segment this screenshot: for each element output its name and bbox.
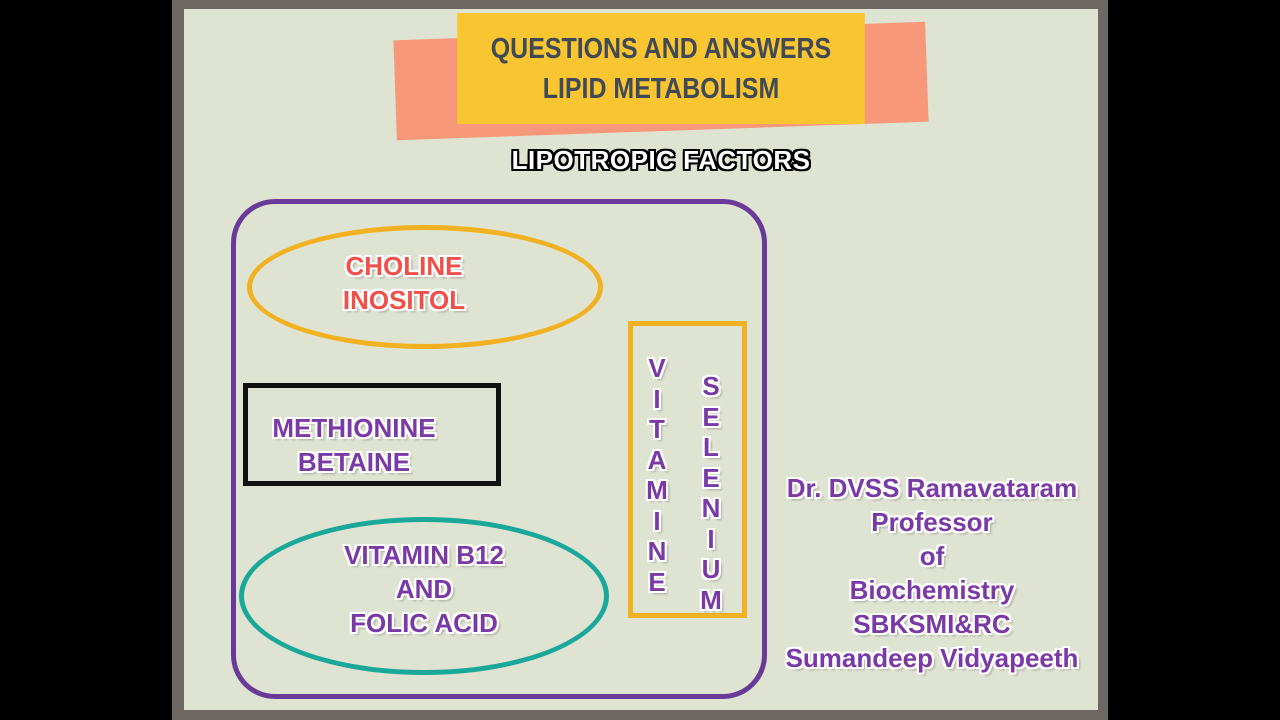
title-banner: QUESTIONS AND ANSWERS LIPID METABOLISM	[457, 13, 865, 124]
selenium-letter: E	[702, 401, 720, 432]
vitamin-e-letter: I	[653, 383, 661, 414]
selenium-letter: S	[702, 371, 720, 401]
folic-acid-text: FOLIC ACID	[350, 608, 498, 638]
selenium-letter: E	[702, 462, 720, 493]
vitamin-b12-folic-ellipse	[239, 517, 609, 675]
vitamin-e-letter: T	[649, 414, 665, 444]
vitamin-b12-folic-label: VITAMIN B12 AND FOLIC ACID	[314, 538, 534, 640]
vitamin-e-letter: E	[648, 566, 666, 597]
vitamin-e-letter: A	[647, 444, 667, 475]
vitamin-b12-text: VITAMIN B12	[344, 540, 504, 570]
methionine-betaine-label: METHIONINE BETAINE	[254, 411, 454, 479]
selenium-letter: M	[700, 584, 722, 615]
choline-text: CHOLINE	[345, 251, 463, 281]
inositol-text: INOSITOL	[342, 285, 466, 315]
betaine-text: BETAINE	[297, 447, 411, 477]
vitamin-e-letter: V	[648, 353, 666, 383]
selenium-letter: I	[707, 523, 715, 554]
author-name: Dr. DVSS Ramavataram	[786, 473, 1078, 503]
vitamin-e-letter: M	[646, 475, 668, 505]
selenium-letter: N	[701, 493, 721, 523]
vitamin-e-vertical-label: V I T A M I N E	[640, 353, 674, 597]
methionine-text: METHIONINE	[272, 413, 436, 443]
vitamin-e-selenium-box	[628, 321, 747, 618]
vitamin-e-letter: N	[647, 536, 667, 566]
selenium-letter: L	[703, 432, 719, 462]
author-of: of	[919, 541, 945, 571]
title-line-1: QUESTIONS AND ANSWERS	[490, 32, 832, 65]
methionine-betaine-box	[243, 383, 501, 486]
author-department: Biochemistry	[849, 575, 1015, 605]
selenium-vertical-label: S E L E N I U M	[694, 371, 728, 615]
title-line-2: LIPID METABOLISM	[542, 72, 780, 105]
and-text: AND	[395, 574, 453, 604]
slide-canvas: QUESTIONS AND ANSWERS LIPID METABOLISM L…	[184, 9, 1098, 710]
choline-inositol-label: CHOLINE INOSITOL	[304, 249, 504, 317]
choline-inositol-ellipse	[247, 225, 603, 349]
author-institute: SBKSMI&RC	[853, 609, 1011, 639]
author-credits: Dr. DVSS Ramavataram Professor of Bioche…	[764, 471, 1100, 675]
vitamin-e-letter: I	[653, 505, 661, 536]
subtitle: LIPOTROPIC FACTORS	[511, 145, 811, 175]
slide-frame: QUESTIONS AND ANSWERS LIPID METABOLISM L…	[172, 0, 1108, 720]
lipotropic-factors-container	[231, 199, 767, 699]
author-title: Professor	[871, 507, 993, 537]
author-university: Sumandeep Vidyapeeth	[785, 643, 1079, 673]
selenium-letter: U	[701, 554, 721, 584]
